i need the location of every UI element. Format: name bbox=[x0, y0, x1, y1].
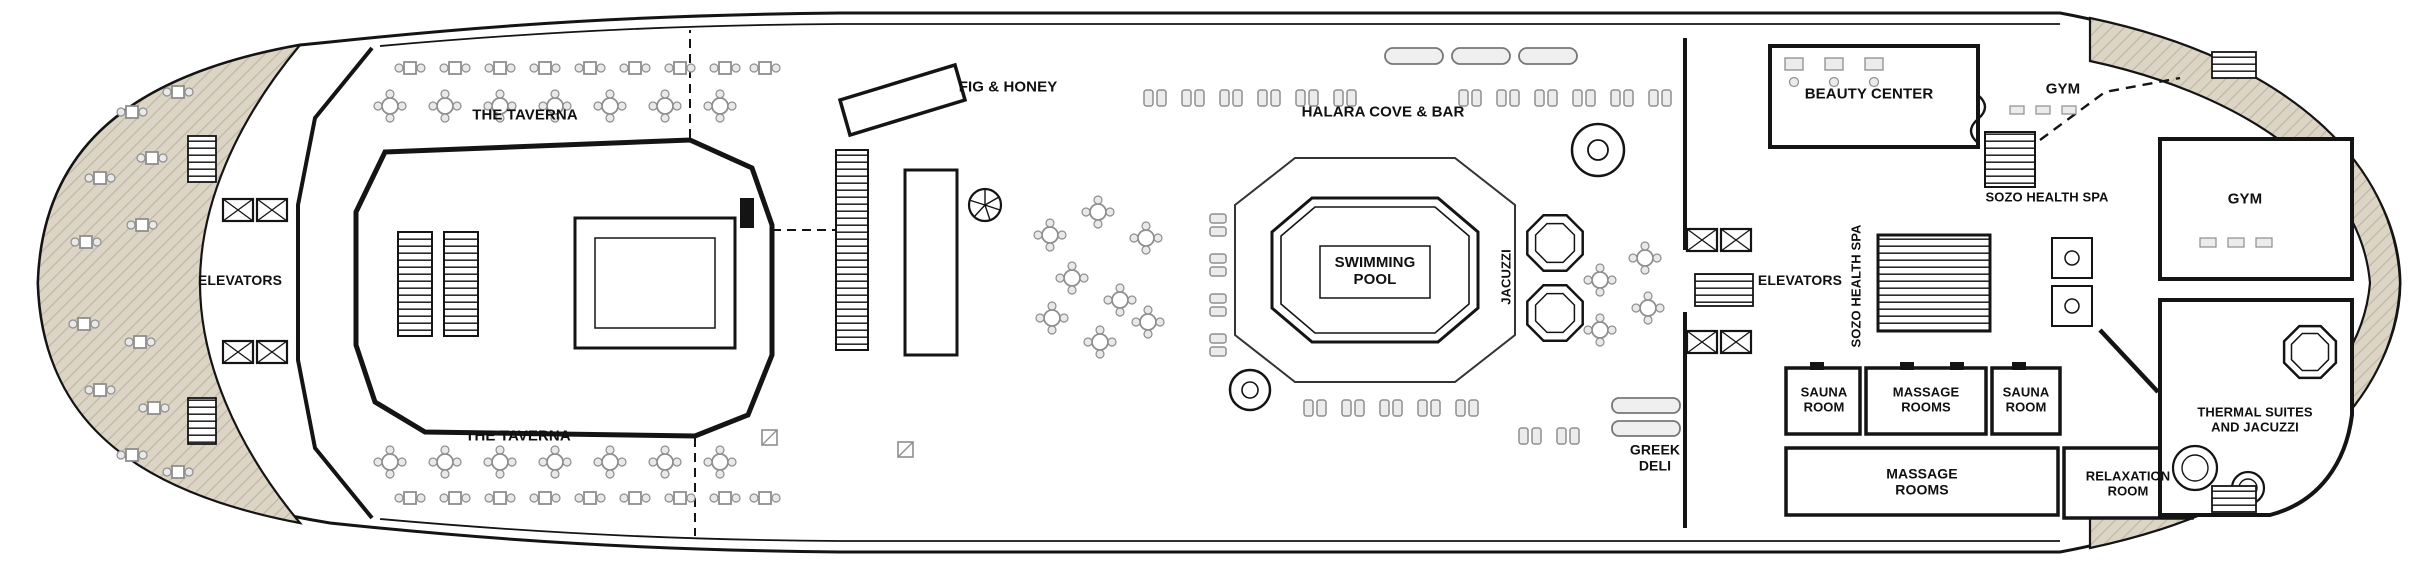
swimming-pool-inner bbox=[1280, 206, 1470, 334]
stairs-icon bbox=[187, 135, 217, 183]
label-taverna-bottom: THE TAVERNA bbox=[465, 427, 571, 445]
label-taverna-top: THE TAVERNA bbox=[472, 106, 578, 124]
stairs-icon bbox=[1984, 131, 2036, 188]
label-swimming-pool: SWIMMING POOL bbox=[1334, 254, 1416, 288]
sauna-room-right-room bbox=[1990, 366, 2062, 436]
label-fig-and-honey: FIG & HONEY bbox=[958, 78, 1058, 96]
label-relaxation-room: RELAXATION ROOM bbox=[2085, 468, 2171, 498]
elevator-icon bbox=[1685, 329, 1719, 355]
label-sauna-room-left: SAUNA ROOM bbox=[1800, 384, 1848, 414]
gym-dashed-boundary bbox=[2039, 76, 2181, 141]
stairs-icon bbox=[397, 231, 433, 337]
label-sozo-health-spa: SOZO HEALTH SPA bbox=[1985, 189, 2109, 205]
deli-counter bbox=[1611, 397, 1681, 437]
elevator-icon bbox=[1685, 227, 1719, 253]
sauna-room-left-room bbox=[1784, 366, 1862, 436]
deck-edge-bottom bbox=[379, 518, 2060, 542]
label-jacuzzi: JACUZZI bbox=[1498, 249, 1514, 305]
label-massage-rooms-lower: MASSAGE ROOMS bbox=[1886, 465, 1958, 497]
label-massage-rooms-upper: MASSAGE ROOMS bbox=[1892, 384, 1960, 414]
bow-deck bbox=[36, 43, 303, 525]
massage-rooms-upper-room bbox=[1864, 366, 1988, 436]
stairs-icon bbox=[2211, 485, 2257, 513]
shower-stalls bbox=[2051, 237, 2093, 327]
label-elevators-forward: ELEVATORS bbox=[197, 272, 283, 289]
elevator-icon bbox=[221, 197, 255, 223]
label-greek-deli: GREEK DELI bbox=[1629, 441, 1681, 473]
steam-room-block bbox=[1876, 233, 1992, 333]
jacuzzi-icon bbox=[1526, 214, 1584, 342]
stairs-icon bbox=[443, 231, 479, 337]
service-shaft bbox=[740, 198, 754, 228]
fig-honey-room bbox=[837, 62, 968, 138]
furniture-layer bbox=[68, 61, 2273, 505]
door-marks bbox=[1810, 362, 2026, 370]
elevator-icon bbox=[1719, 227, 1753, 253]
elevator-icon bbox=[221, 339, 255, 365]
planter-icon bbox=[761, 429, 914, 458]
stairs-icon bbox=[1694, 273, 1754, 307]
elevator-icon bbox=[1719, 329, 1753, 355]
deck-edge-top bbox=[379, 23, 2060, 47]
bar-counter bbox=[1384, 47, 1578, 65]
round-bar-icon bbox=[1570, 122, 1626, 178]
label-halara-cove-bar: HALARA COVE & BAR bbox=[1301, 103, 1465, 121]
curved-counter bbox=[1969, 94, 1987, 144]
diagonal-wall bbox=[2098, 328, 2160, 394]
spiral-stair-icon bbox=[967, 187, 1003, 223]
galley-block bbox=[353, 137, 775, 439]
label-beauty-center: BEAUTY CENTER bbox=[1804, 85, 1934, 103]
label-elevators-aft: ELEVATORS bbox=[1757, 272, 1843, 289]
label-gym-upper: GYM bbox=[2045, 80, 2081, 98]
elevator-icon bbox=[255, 339, 289, 365]
stairs-icon bbox=[187, 397, 217, 445]
midship-room bbox=[903, 168, 959, 357]
galley-core bbox=[573, 216, 737, 350]
stairs-icon bbox=[835, 149, 869, 351]
massage-rooms-lower-room bbox=[1784, 446, 2060, 517]
salon-stations bbox=[1784, 57, 1884, 88]
label-sauna-room-right: SAUNA ROOM bbox=[2002, 384, 2050, 414]
forward-wall bbox=[296, 46, 374, 520]
label-thermal-suites: THERMAL SUITES AND JACUZZI bbox=[2197, 404, 2313, 434]
label-sozo-health-spa-corridor: SOZO HEALTH SPA bbox=[1848, 224, 1864, 348]
elevator-icon bbox=[255, 197, 289, 223]
whirlpool-icon bbox=[1228, 368, 1272, 412]
stairs-icon bbox=[2211, 51, 2257, 79]
galley-core-inner bbox=[594, 237, 716, 329]
label-gym-aft: GYM bbox=[2227, 190, 2263, 208]
gym-aft-room bbox=[2158, 137, 2354, 281]
pool-label-box bbox=[1319, 245, 1431, 299]
